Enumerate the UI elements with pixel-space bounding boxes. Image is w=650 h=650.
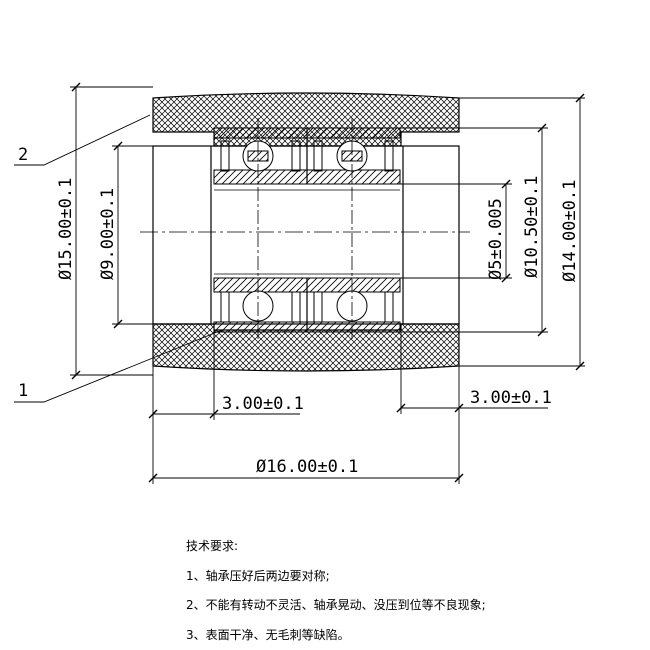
note-item-1: 1、轴承压好后两边要对称; xyxy=(186,568,330,583)
balloon-leaders xyxy=(14,114,223,403)
balloon-1: 1 xyxy=(18,381,28,401)
dim-inner-diameter: Ø9.00±0.1 xyxy=(98,188,118,280)
notes-heading: 技术要求: xyxy=(186,539,239,553)
dim-bore: Ø5±0.005 xyxy=(486,198,506,280)
balloon-2: 2 xyxy=(18,145,28,165)
dim-roller-width: Ø16.00±0.1 xyxy=(256,457,358,477)
dim-outer-diameter: Ø15.00±0.1 xyxy=(56,178,76,280)
technical-requirements: 技术要求: 1、轴承压好后两边要对称; 2、不能有转动不灵活、轴承晃动、没压到位… xyxy=(186,532,486,650)
dim-outer-diameter-right: Ø14.00±0.1 xyxy=(560,180,580,282)
arrow-ticks xyxy=(71,82,585,483)
bearing-bottom xyxy=(213,277,401,333)
dim-bearing-od: Ø10.50±0.1 xyxy=(522,176,542,278)
note-item-3: 3、表面干净、无毛刺等缺陷。 xyxy=(186,627,350,642)
centerlines xyxy=(140,118,470,342)
dim-right-offset: 3.00±0.1 xyxy=(470,388,552,408)
dim-left-offset: 3.00±0.1 xyxy=(222,394,304,414)
bearing-top xyxy=(213,127,401,185)
note-item-2: 2、不能有转动不灵活、轴承晃动、没压到位等不良现象; xyxy=(186,598,486,612)
dimension-lines xyxy=(70,86,585,484)
